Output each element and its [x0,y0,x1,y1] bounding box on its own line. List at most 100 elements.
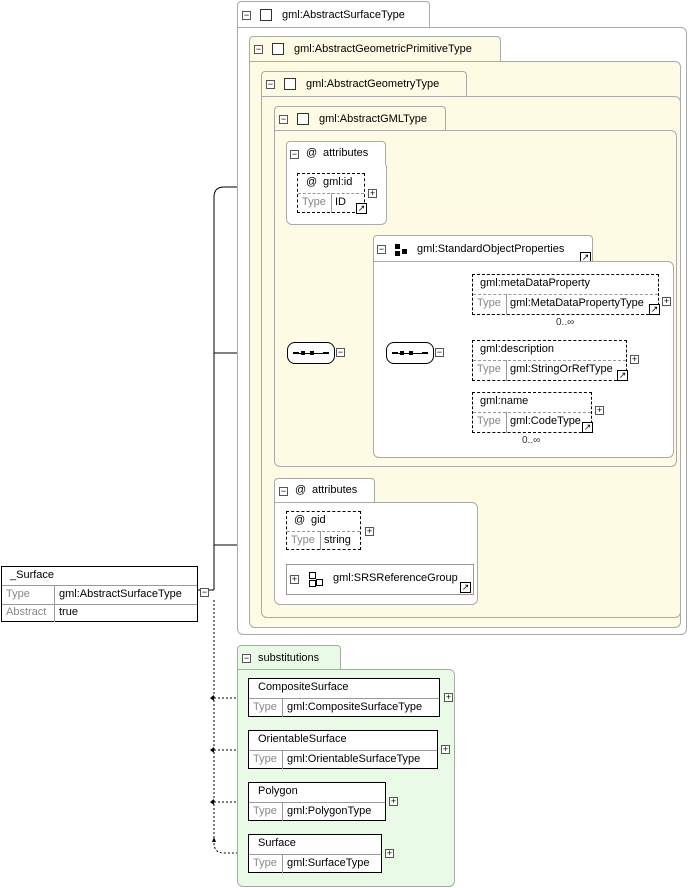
expand-toggle-icon[interactable]: + [385,848,394,858]
substitution-type-label: Type [253,753,277,765]
surface-root-abstract-value: true [59,606,78,618]
name-element[interactable]: gml:name Type gml:CodeType ↗ [472,392,593,433]
substitution-type-label: Type [253,805,277,817]
abstract-surface-type-label: gml:AbstractSurfaceType [282,9,405,21]
description-name: gml:description [480,343,554,355]
substitution-type-value: gml:CompositeSurfaceType [287,701,423,713]
surface-root-abstract-label: Abstract [6,606,47,618]
expand-toggle-icon[interactable]: + [662,296,671,306]
substitution-type-value: gml:SurfaceType [287,857,370,869]
collapse-toggle-icon[interactable]: − [279,486,288,496]
expand-toggle-icon[interactable]: + [290,574,299,584]
substitution-orientable-surface[interactable]: OrientableSurface Type gml:OrientableSur… [248,730,438,769]
surface-root-type-label: Type [6,588,30,600]
name-element-type-label: Type [477,415,501,427]
name-element-multiplicity: 0..∞ [522,435,541,446]
gid-type-label: Type [291,534,315,546]
collapse-toggle-icon[interactable]: − [279,114,288,124]
expand-toggle-icon[interactable]: + [630,354,639,364]
substitution-name: OrientableSurface [258,733,347,745]
gid-attribute[interactable]: @ gid Type string [286,511,361,550]
type-link-icon[interactable]: ↗ [617,370,628,381]
abstract-geometric-primitive-type-tab: − gml:AbstractGeometricPrimitiveType [249,36,501,62]
surface-root-element[interactable]: _Surface Type gml:AbstractSurfaceType Ab… [1,566,198,622]
description-type-value: gml:StringOrRefType [510,363,613,375]
substitution-type-label: Type [253,857,277,869]
expand-toggle-icon[interactable]: + [389,796,398,806]
surface-root-name: _Surface [10,569,55,581]
meta-data-property-multiplicity: 0..∞ [556,317,575,328]
expand-toggle-icon[interactable]: + [595,405,604,415]
attribute-at-icon: @ [306,147,318,159]
name-element-type-value: gml:CodeType [510,415,581,427]
sequence-compositor-outer[interactable] [287,342,335,364]
complex-type-icon [284,78,296,90]
gml-attributes-tab: − @ attributes [286,141,386,166]
type-link-icon[interactable]: ↗ [356,203,367,214]
meta-data-property-name: gml:metaDataProperty [480,277,591,289]
complex-type-icon [260,9,272,21]
abstract-geometry-type-label: gml:AbstractGeometryType [306,78,440,90]
srs-reference-group-label: gml:SRSReferenceGroup [333,572,458,584]
substitution-composite-surface[interactable]: CompositeSurface Type gml:CompositeSurfa… [248,678,440,717]
abstract-gml-type-label: gml:AbstractGMLType [319,113,427,125]
meta-data-property-type-value: gml:MetaDataPropertyType [510,297,644,309]
gid-type-value: string [324,534,351,546]
gml-id-attribute[interactable]: @ gml:id Type ID ↗ [297,173,367,214]
description-type-label: Type [477,363,501,375]
geometry-attributes-tab: − @ attributes [274,478,375,503]
substitution-name: CompositeSurface [258,681,349,693]
group-icon [395,244,407,256]
collapse-toggle-icon[interactable]: − [336,347,345,357]
standard-object-properties-tab: − gml:StandardObjectProperties ↗ [373,235,593,263]
expand-toggle-icon[interactable]: + [444,692,453,702]
substitutions-title: substitutions [258,652,320,664]
expand-toggle-icon[interactable]: + [441,744,450,754]
group-link-icon[interactable]: ↗ [460,582,471,593]
geometry-attributes-title: attributes [312,484,358,496]
substitutions-tab: − substitutions [237,645,341,670]
complex-type-icon [297,113,309,125]
attribute-at-icon: @ [306,176,318,188]
collapse-toggle-icon[interactable]: − [435,347,444,357]
gid-name: gid [311,514,326,526]
collapse-toggle-icon[interactable]: − [377,244,386,254]
abstract-gml-type-tab: − gml:AbstractGMLType [274,106,446,131]
collapse-toggle-icon[interactable]: − [266,79,275,89]
expand-toggle-icon[interactable]: + [368,188,377,198]
substitution-type-value: gml:PolygonType [287,805,372,817]
gml-id-type-label: Type [302,196,326,208]
description-element[interactable]: gml:description Type gml:StringOrRefType… [472,340,628,381]
type-link-icon[interactable]: ↗ [582,422,593,433]
sequence-compositor-inner[interactable] [386,342,434,364]
substitution-polygon[interactable]: Polygon Type gml:PolygonType [248,782,386,821]
substitution-type-value: gml:OrientableSurfaceType [287,753,421,765]
gml-attributes-title: attributes [323,147,369,159]
gml-id-name: gml:id [323,176,353,188]
gml-id-type-value: ID [335,196,346,208]
collapse-toggle-icon[interactable]: − [290,149,299,159]
substitution-type-label: Type [253,701,277,713]
collapse-toggle-icon[interactable]: − [242,653,251,663]
meta-data-property-type-label: Type [477,297,501,309]
attribute-at-icon: @ [294,514,306,526]
complex-type-icon [272,43,284,55]
collapse-toggle-icon[interactable]: − [242,10,251,20]
substitution-name: Polygon [258,785,298,797]
attribute-at-icon: @ [295,484,307,496]
attribute-group-icon [309,572,323,587]
abstract-geometry-type-tab: − gml:AbstractGeometryType [261,71,467,97]
expand-toggle-icon[interactable]: + [365,526,374,536]
substitution-surface[interactable]: Surface Type gml:SurfaceType [248,834,382,873]
srs-reference-group[interactable]: + gml:SRSReferenceGroup ↗ [286,564,474,595]
collapse-toggle-icon[interactable]: − [254,44,263,54]
meta-data-property-element[interactable]: gml:metaDataProperty Type gml:MetaDataPr… [472,274,660,315]
standard-object-properties-label: gml:StandardObjectProperties [417,243,565,255]
surface-root-type-value: gml:AbstractSurfaceType [59,588,182,600]
type-link-icon[interactable]: ↗ [649,304,660,315]
substitution-name: Surface [258,837,296,849]
collapse-toggle-icon[interactable]: − [200,587,209,597]
name-element-name: gml:name [480,395,529,407]
abstract-surface-type-tab: − gml:AbstractSurfaceType [237,1,430,28]
abstract-geometric-primitive-type-label: gml:AbstractGeometricPrimitiveType [294,43,472,55]
